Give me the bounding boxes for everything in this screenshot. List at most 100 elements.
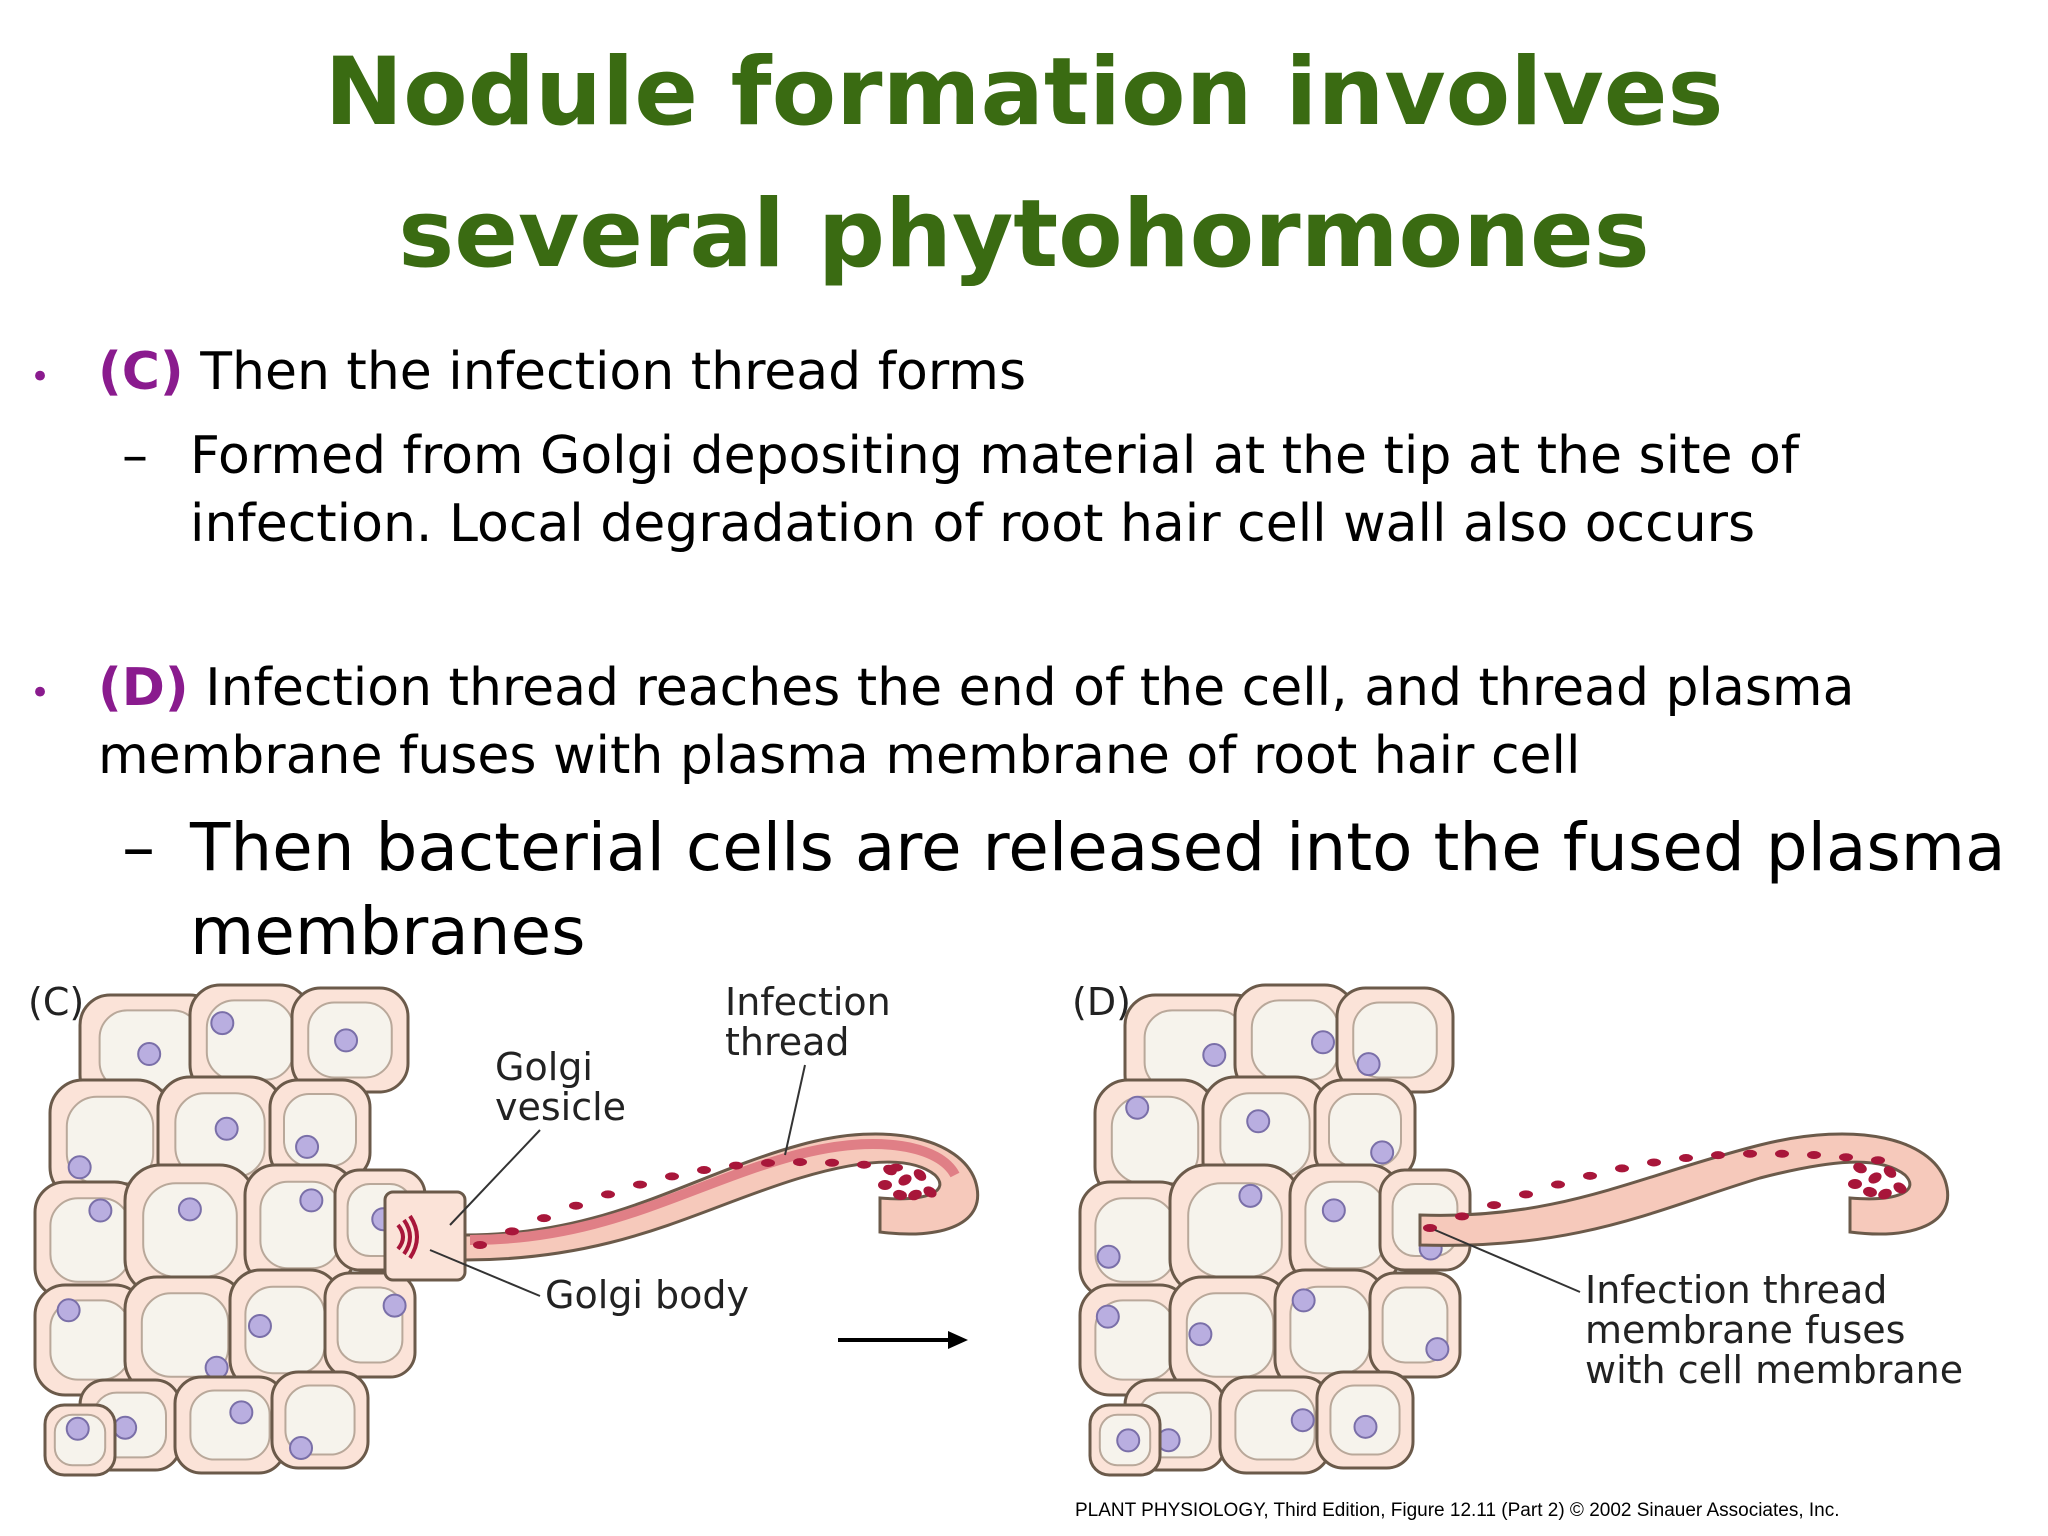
bacterium (1615, 1164, 1629, 1173)
vacuole (140, 1292, 230, 1378)
bacterium (1878, 1188, 1892, 1200)
bacterium (1743, 1149, 1757, 1158)
bacteria-in-thread-d (1423, 1149, 1907, 1232)
nucleus (67, 1155, 92, 1180)
nucleus (289, 1435, 314, 1460)
nucleus (1321, 1198, 1346, 1223)
leader-golgi-body (429, 1249, 541, 1297)
bacterium (1519, 1190, 1533, 1199)
golgi-body-c (396, 1214, 419, 1260)
nucleus (382, 1293, 407, 1318)
vacuole (1304, 1180, 1386, 1270)
nucleus (1310, 1030, 1335, 1055)
bacterium (1711, 1151, 1725, 1160)
bullet-d-sub-line-2: membranes (190, 893, 586, 970)
label-golgi-vesicle-2: vesicle (495, 1085, 626, 1129)
bullet-c-sub-line-1: Formed from Golgi depositing material at… (190, 426, 1800, 486)
bacterium (1868, 1172, 1882, 1184)
label-golgi-body: Golgi body (545, 1273, 749, 1317)
leader-infection-thread (784, 1064, 806, 1156)
bacterium (883, 1164, 897, 1176)
nucleus (1202, 1043, 1227, 1068)
bacteria-in-thread-c (473, 1158, 937, 1249)
nucleus (1125, 1095, 1150, 1120)
bullet-d-letter: (D) (98, 658, 189, 718)
bacterium (1848, 1179, 1862, 1189)
bacterium (1863, 1186, 1877, 1198)
bacterium (1807, 1150, 1821, 1159)
vacuole (259, 1180, 341, 1270)
nucleus (229, 1400, 254, 1425)
bacterium (857, 1160, 871, 1169)
nucleus (299, 1188, 324, 1213)
leader-fuses (1434, 1229, 1581, 1293)
nucleus (204, 1355, 229, 1380)
nucleus (65, 1416, 90, 1441)
slide-title: Nodule formation involves several phytoh… (0, 22, 2048, 306)
bacterium (1583, 1171, 1597, 1180)
nucleus (88, 1198, 113, 1223)
infection-thread-c-lumen (469, 1139, 960, 1245)
bacterium (893, 1189, 907, 1201)
vacuole (1234, 1389, 1316, 1461)
nucleus (113, 1415, 138, 1440)
bacterium (1775, 1149, 1789, 1158)
vacuole (1185, 1292, 1275, 1378)
bacterium (537, 1214, 551, 1223)
bacterium (1487, 1201, 1501, 1210)
nucleus (137, 1042, 162, 1067)
bullet-c: (C) Then the infection thread forms (98, 338, 1026, 406)
bullet-dot-c: • (30, 357, 51, 397)
panel-label-d: (D) (1072, 980, 1131, 1024)
bacterium (1839, 1153, 1853, 1162)
nucleus (1356, 1052, 1381, 1077)
bacterium (825, 1158, 839, 1167)
bullet-c-text: Then the infection thread forms (183, 342, 1027, 402)
bacterium (729, 1161, 743, 1170)
bacterium (793, 1158, 807, 1167)
bacterium (1455, 1212, 1469, 1221)
vacuole (283, 1093, 357, 1167)
bacterium (1893, 1182, 1907, 1194)
bacterium (473, 1241, 487, 1249)
bacterium (665, 1172, 679, 1181)
nucleus (1425, 1337, 1450, 1362)
nucleus (1353, 1414, 1378, 1439)
bacterium (761, 1158, 775, 1167)
panel-label-c: (C) (28, 980, 84, 1024)
bullet-d-sub-line-1: Then bacterial cells are released into t… (190, 809, 2006, 886)
label-fuses-1: Infection thread (1585, 1268, 1887, 1312)
bacterium (1647, 1158, 1661, 1167)
bacterium (923, 1186, 937, 1198)
label-golgi-vesicle-1: Golgi (495, 1045, 593, 1089)
vacuole (1094, 1197, 1176, 1283)
bacterium (1679, 1154, 1693, 1163)
title-line-2: several phytohormones (398, 180, 1650, 289)
nucleus (56, 1298, 81, 1323)
nucleus (1290, 1408, 1315, 1433)
label-infection-thread-1: Infection (725, 980, 891, 1024)
bacterium (1883, 1166, 1897, 1178)
bullet-dot-d: • (30, 673, 51, 713)
vacuole (142, 1182, 238, 1278)
nucleus (1238, 1183, 1263, 1208)
bacterium (601, 1190, 615, 1199)
nucleus (1370, 1140, 1395, 1165)
nucleus (1095, 1304, 1120, 1329)
vacuole (189, 1389, 271, 1461)
nucleus (295, 1134, 320, 1159)
leader-golgi-vesicle (449, 1129, 541, 1226)
label-fuses-2: membrane fuses (1585, 1308, 1905, 1352)
bullet-d-text-1: Infection thread reaches the end of the … (188, 658, 1855, 718)
bullet-c-letter: (C) (98, 342, 184, 402)
progress-arrow-head (948, 1331, 968, 1349)
title-line-1: Nodule formation involves (324, 38, 1724, 147)
nucleus (210, 1011, 235, 1036)
bacterium (1853, 1162, 1867, 1174)
figure-credit: PLANT PHYSIOLOGY, Third Edition, Figure … (1075, 1500, 1840, 1521)
nucleus (334, 1028, 359, 1053)
nucleus (1188, 1322, 1213, 1347)
bacterium (1871, 1156, 1885, 1165)
label-fuses-3: with cell membrane (1585, 1348, 1963, 1392)
nucleus (1246, 1109, 1271, 1134)
